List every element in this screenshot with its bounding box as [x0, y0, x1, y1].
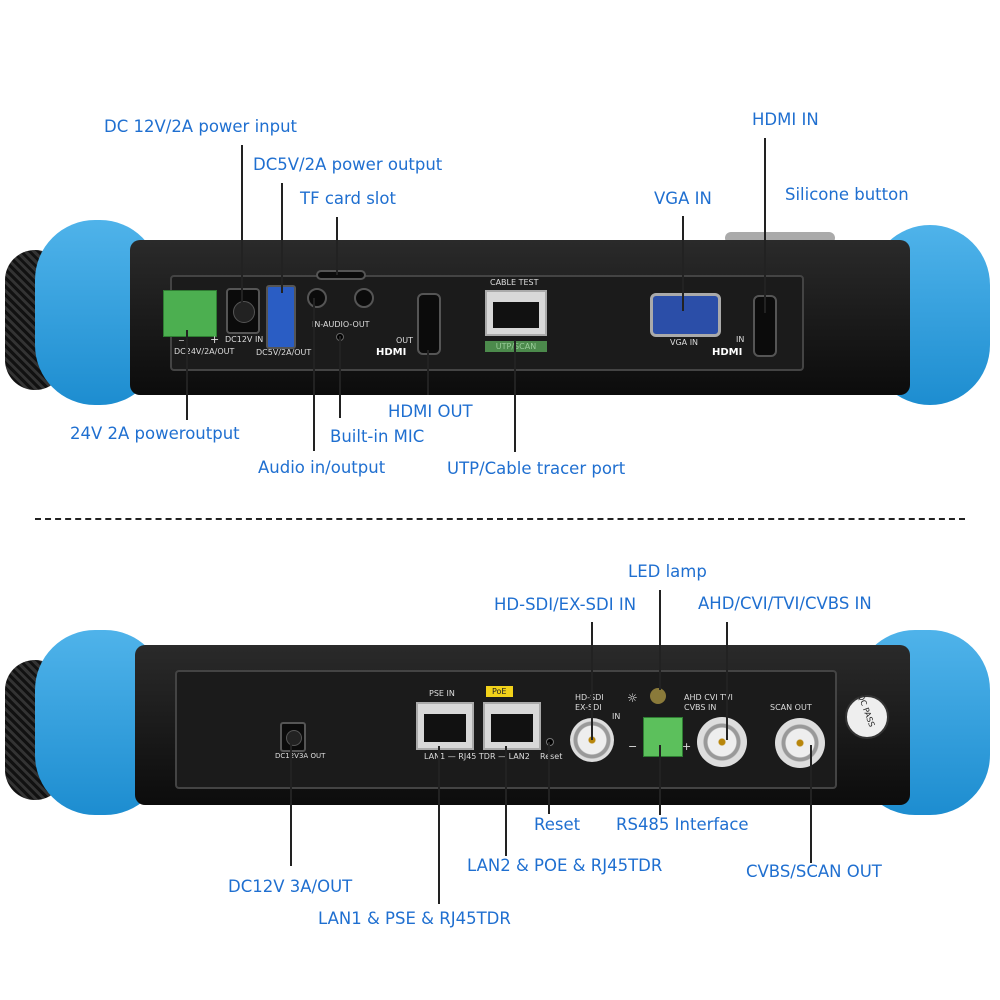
callout-vga-in: VGA IN [654, 189, 712, 208]
cable-test-label: CABLE TEST [490, 278, 539, 287]
divider [35, 518, 965, 520]
scan-out-bnc-connector[interactable] [775, 718, 825, 768]
lan1-port[interactable] [416, 702, 474, 750]
lan2-port[interactable] [483, 702, 541, 750]
leader-line [186, 330, 188, 420]
hdmi-logo-out: HDMI [376, 347, 407, 358]
callout-rs485: RS485 Interface [616, 815, 749, 834]
leader-line [339, 336, 341, 418]
vga-label: VGA IN [670, 338, 699, 347]
leader-line [336, 217, 338, 275]
rs485-minus: − [628, 740, 638, 753]
hdmi-logo-in: HDMI [712, 347, 743, 358]
dc5-label: DC5V/2A/OUT [256, 348, 312, 357]
poe-badge: PoE [486, 686, 513, 697]
leader-line [427, 350, 429, 395]
leader-line [726, 622, 728, 740]
minus-label: − [178, 336, 185, 345]
leader-line [548, 742, 550, 814]
scan-out-label: SCAN OUT [770, 703, 812, 712]
leader-line [659, 745, 661, 815]
dc24v-terminal[interactable] [163, 290, 217, 337]
leader-line [505, 746, 507, 856]
hdsdi-label: HD-SDI [575, 693, 604, 702]
rs485-terminal[interactable] [643, 717, 683, 757]
sdi-in-label: IN [612, 712, 621, 721]
dc12-out-label: DC12V3A OUT [275, 752, 326, 760]
tf-card-slot[interactable] [316, 270, 366, 280]
reset-button[interactable] [546, 738, 554, 746]
rs485-plus: + [682, 740, 692, 753]
vga-port[interactable] [650, 293, 721, 337]
plus-label: + [210, 333, 220, 346]
callout-audio: Audio in/output [258, 458, 386, 477]
callout-ahd-in: AHD/CVI/TVI/CVBS IN [698, 594, 872, 613]
dc24-label: DC24V/2A/OUT [174, 347, 235, 356]
callout-dc12v-out: DC12V 3A/OUT [228, 877, 353, 896]
leader-line [241, 145, 243, 310]
callout-dc5v-output: DC5V/2A power output [253, 155, 443, 174]
callout-reset: Reset [534, 815, 581, 834]
cvbs-in-label: CVBS IN [684, 703, 717, 712]
callout-lan1: LAN1 & PSE & RJ45TDR [318, 909, 511, 928]
leader-line [438, 746, 440, 904]
reset-label: Reset [540, 752, 563, 761]
leader-line [810, 745, 812, 863]
callout-cvbs-out: CVBS/SCAN OUT [746, 862, 882, 881]
callout-utp: UTP/Cable tracer port [447, 459, 626, 478]
audio-in-jack[interactable] [307, 288, 327, 308]
qc-pass-sticker: QC PASS [845, 693, 889, 739]
callout-24v-output: 24V 2A poweroutput [70, 424, 240, 443]
out-label: OUT [396, 336, 414, 345]
led-lamp [650, 688, 666, 704]
callout-tf-card: TF card slot [300, 189, 396, 208]
leader-line [290, 738, 292, 866]
callout-dc12v-input: DC 12V/2A power input [104, 117, 298, 136]
pse-in-label: PSE IN [429, 689, 455, 698]
exsdi-label: EX-SDI [575, 703, 602, 712]
leader-line [659, 590, 661, 690]
leader-line [281, 183, 283, 293]
audio-out-jack[interactable] [354, 288, 374, 308]
dc12-label: DC12V IN [225, 335, 264, 344]
leader-line [591, 622, 593, 740]
ahd-label: AHD CVI TVI [684, 693, 733, 702]
hdmi-out-port[interactable] [417, 293, 441, 355]
callout-led-lamp: LED lamp [628, 562, 707, 581]
utp-scan-label: UTP/SCAN [485, 341, 547, 352]
ahd-bnc-connector[interactable] [697, 717, 747, 767]
leader-line [682, 216, 684, 311]
audio-label: IN-AUDIO-OUT [312, 320, 370, 329]
leader-line [764, 138, 766, 313]
in-label: IN [736, 335, 745, 344]
leader-line [514, 340, 516, 452]
lan-label: LAN1 — RJ45 TDR — LAN2 [424, 752, 530, 761]
usb-port[interactable] [266, 285, 296, 349]
callout-silicone-button: Silicone button [785, 185, 909, 204]
dc12v-in-jack[interactable] [226, 288, 260, 334]
callout-hdmi-out: HDMI OUT [388, 402, 473, 421]
dc12v-out-jack[interactable] [280, 722, 306, 752]
callout-lan2: LAN2 & POE & RJ45TDR [467, 856, 663, 875]
led-lamp-icon: ☼ [627, 691, 638, 705]
utp-port[interactable] [485, 290, 547, 336]
leader-line [313, 298, 315, 451]
callout-hdmi-in: HDMI IN [752, 110, 819, 129]
callout-mic: Built-in MIC [330, 427, 425, 446]
callout-sdi-in: HD-SDI/EX-SDI IN [494, 595, 637, 614]
